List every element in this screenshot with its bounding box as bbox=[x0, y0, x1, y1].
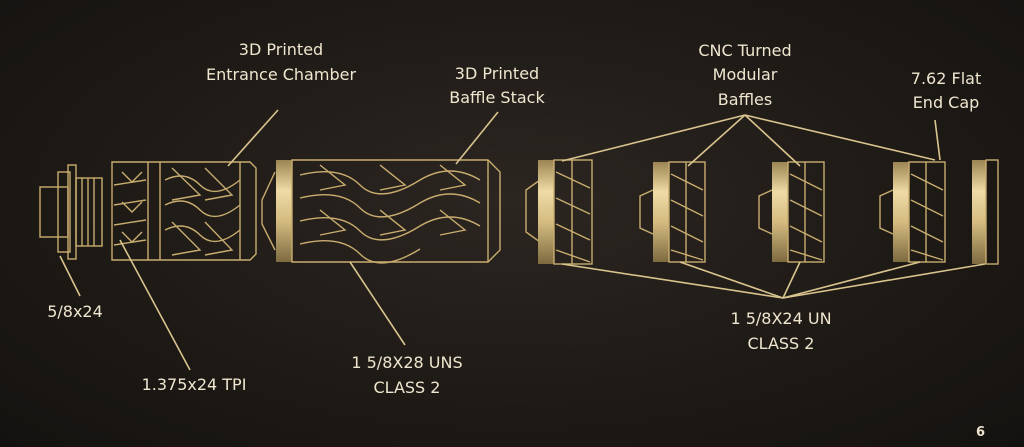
label-thread-158x24-line1: 1 5/8X24 UN bbox=[730, 309, 831, 328]
label-thread-1375: 1.375x24 TPI bbox=[142, 375, 247, 394]
labels: 3D Printed Entrance Chamber 3D Printed B… bbox=[47, 40, 981, 397]
entrance-chamber-part bbox=[111, 161, 257, 261]
cnc-baffle-2 bbox=[639, 161, 706, 263]
label-entrance-line2: Entrance Chamber bbox=[206, 65, 356, 84]
leader-lines bbox=[59, 109, 986, 371]
label-thread-158x24-line2: CLASS 2 bbox=[748, 334, 815, 353]
label-baffle-line2: Baffle Stack bbox=[449, 88, 545, 107]
cnc-baffle-3 bbox=[758, 161, 825, 263]
cnc-baffle-1 bbox=[525, 159, 593, 265]
label-thread-158x28-line1: 1 5/8X28 UNS bbox=[351, 353, 462, 372]
label-endcap-line1: 7.62 Flat bbox=[911, 69, 981, 88]
label-cnc-line3: Baffles bbox=[718, 90, 772, 109]
baffle-stack-part bbox=[261, 159, 501, 264]
end-cap-part bbox=[972, 159, 999, 265]
label-endcap-line2: End Cap bbox=[913, 93, 980, 112]
label-cnc-line1: CNC Turned bbox=[698, 41, 791, 60]
label-thread-58x24: 5/8x24 bbox=[47, 302, 103, 321]
page-number: 6 bbox=[976, 425, 986, 440]
label-entrance-line1: 3D Printed bbox=[239, 40, 323, 59]
label-cnc-line2: Modular bbox=[713, 65, 778, 84]
cnc-baffle-4 bbox=[879, 161, 946, 263]
label-baffle-line1: 3D Printed bbox=[455, 64, 539, 83]
muzzle-mount-part bbox=[39, 164, 103, 260]
label-thread-158x28-line2: CLASS 2 bbox=[374, 378, 441, 397]
